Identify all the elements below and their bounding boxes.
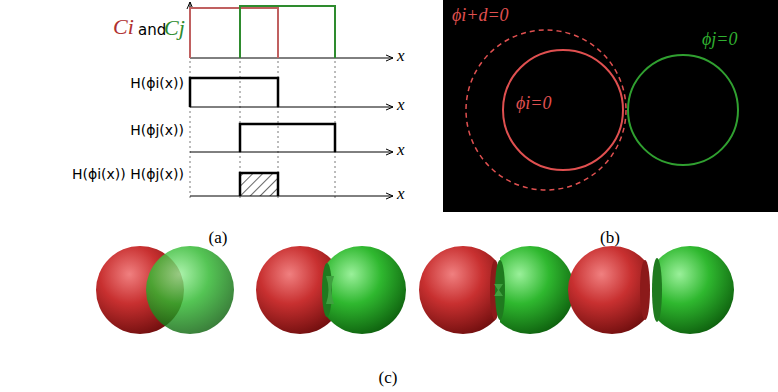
green-circle [628, 55, 738, 165]
dashed-guides [190, 6, 335, 200]
axes [190, 2, 393, 196]
heaviside-i-step [190, 78, 278, 107]
level-set-label: ϕi+d=0 [452, 6, 509, 26]
level-set-label: ϕi=0 [516, 94, 551, 114]
red-circle [503, 50, 623, 170]
sphere-pair-3 [419, 246, 574, 334]
product-hatch [240, 173, 278, 196]
conjunction: and [138, 22, 166, 39]
axis-label: x [397, 141, 405, 160]
heaviside-j-step [240, 124, 335, 152]
sphere-pair-1 [96, 246, 234, 334]
sphere-pair-4 [568, 246, 734, 334]
product-step [240, 173, 278, 196]
ci-step [190, 8, 278, 58]
sphere-pair-2 [256, 246, 406, 334]
panel-label: (a) [209, 229, 228, 248]
axis-label: x [397, 96, 405, 115]
dashed-circle [466, 30, 626, 190]
overlap-hatch [503, 50, 623, 170]
function-label: H(ϕi(x)) H(ϕj(x)) [72, 167, 184, 182]
curve-name: Ci [113, 15, 134, 39]
level-set-label: ϕj=0 [702, 30, 737, 50]
axis-label: x [397, 185, 405, 204]
panel-label: (c) [379, 369, 398, 388]
axis-label: x [397, 47, 405, 66]
panel-label: (b) [600, 229, 620, 248]
cj-step [240, 6, 335, 58]
black-panel [443, 0, 778, 212]
function-label: H(ϕj(x)) [130, 123, 184, 138]
curve-name: Cj [164, 16, 185, 40]
function-label: H(ϕi(x)) [130, 76, 184, 91]
